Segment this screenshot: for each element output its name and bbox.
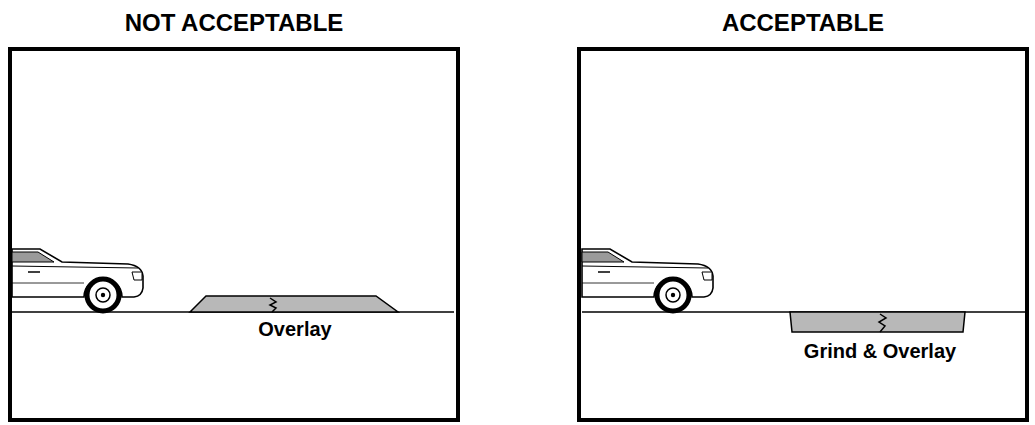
panel-frame: NOT ACCEPTABLE [8,47,460,422]
panel-heading: NOT ACCEPTABLE [12,9,456,37]
panel-frame: ACCEPTABLE [577,47,1029,422]
crack [879,314,886,332]
patch-label: Overlay [258,318,331,341]
crack [270,298,276,312]
grind-overlay-patch [790,312,965,332]
panel-heading: ACCEPTABLE [581,9,1025,37]
overlay-patch [190,296,398,312]
patch-label: Grind & Overlay [804,340,956,363]
